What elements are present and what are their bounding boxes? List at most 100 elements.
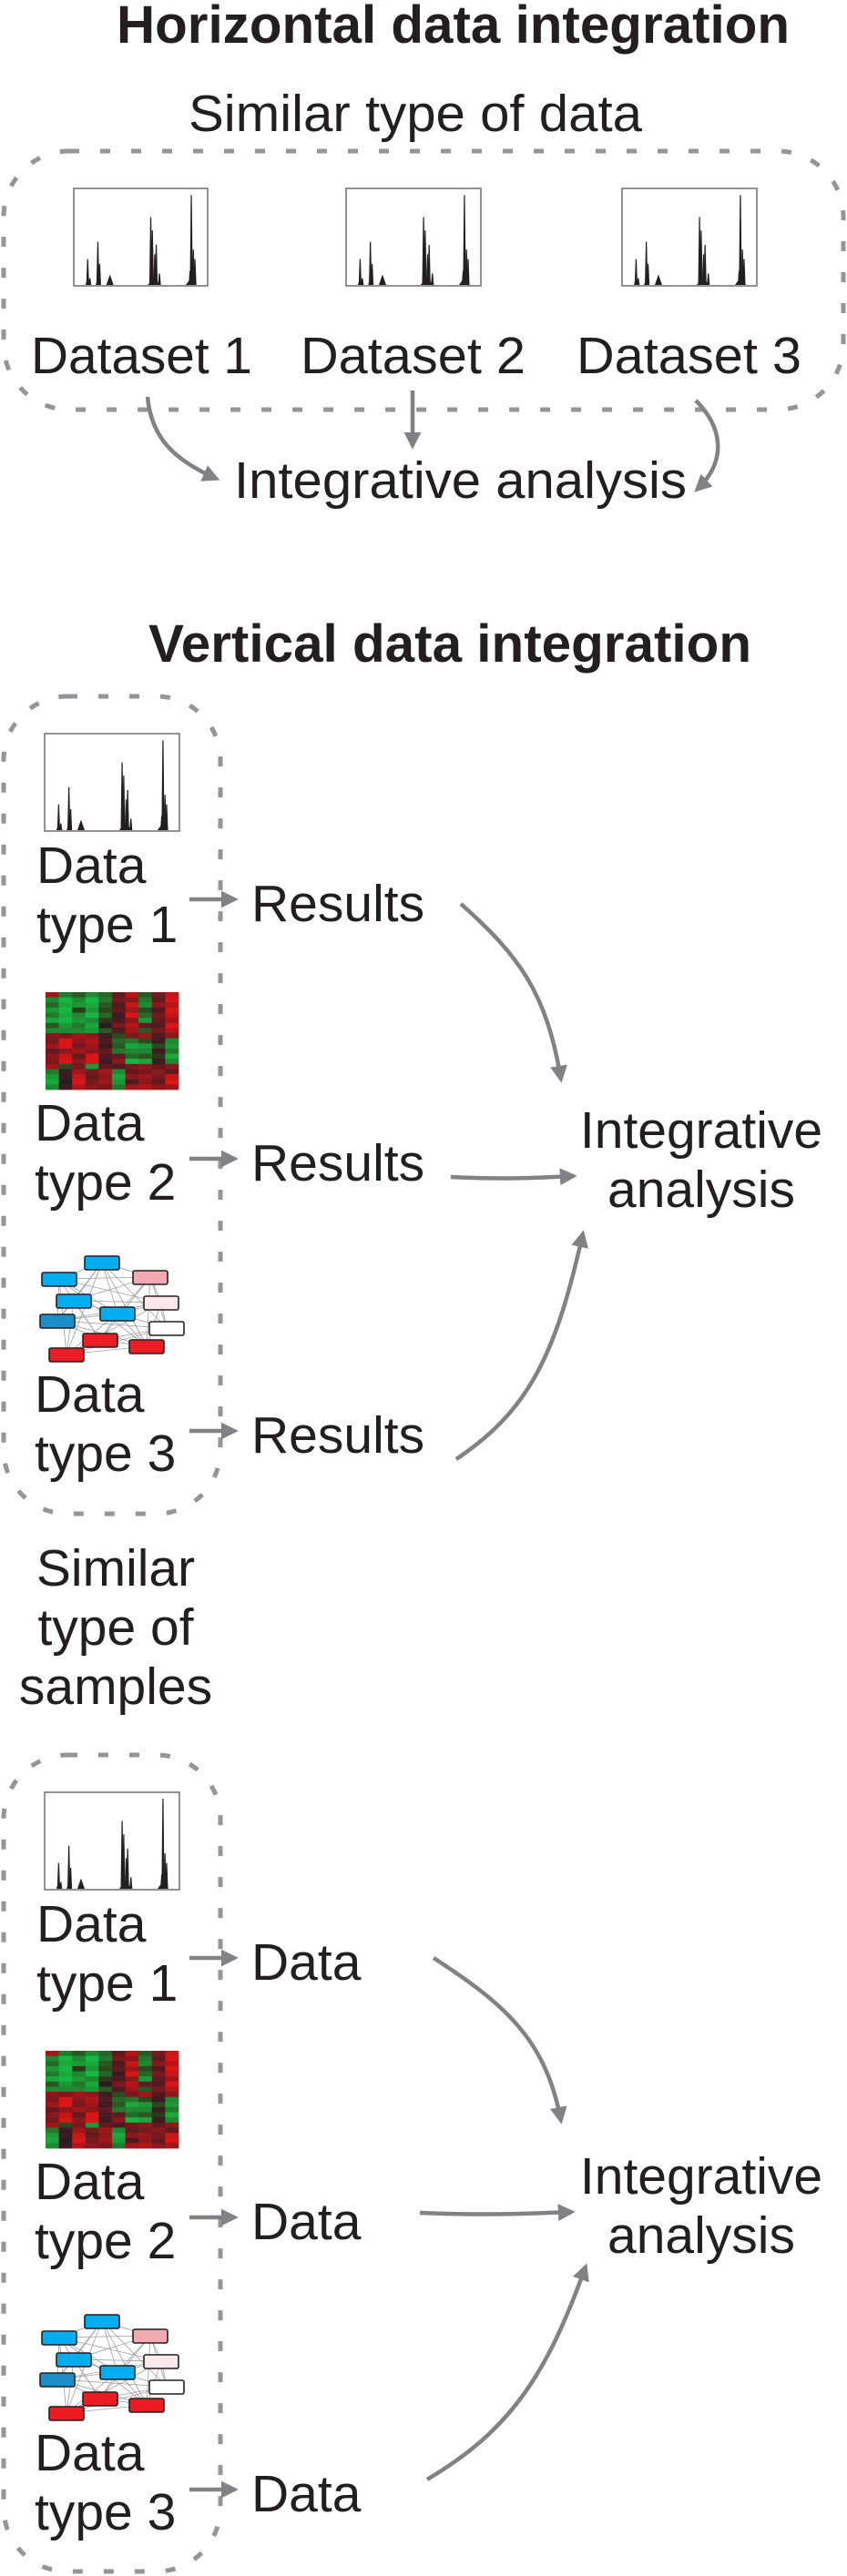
heatmap-cell <box>138 992 153 999</box>
heatmap-cell <box>58 2112 73 2118</box>
heatmap-cell <box>165 1069 179 1075</box>
heatmap-cell <box>98 1028 113 1034</box>
heatmap-cell <box>72 1063 87 1070</box>
heatmap-cell <box>165 1038 179 1044</box>
heatmap-cell <box>85 1028 99 1034</box>
heatmap-cell <box>98 2061 113 2067</box>
heatmap-cell <box>125 1059 139 1065</box>
heatmap-cell <box>58 2133 73 2139</box>
spectrum-peak <box>56 1862 60 1889</box>
heatmap-cell <box>85 1043 99 1050</box>
samples-line3: samples <box>18 1658 213 1716</box>
heatmap-cell <box>58 2061 73 2067</box>
heatmap-cell <box>112 1028 126 1034</box>
spectrum-peak <box>193 259 197 285</box>
heatmap-cell <box>72 2071 87 2077</box>
spectrum-peak <box>67 1845 71 1889</box>
heatmap-cell <box>138 1028 153 1034</box>
heatmap-cell <box>112 2127 126 2134</box>
arrow-data2-to-analysis <box>419 2204 576 2222</box>
heatmap-cell <box>46 2076 59 2083</box>
heatmap-cell <box>151 1079 166 1085</box>
network-node <box>41 1272 77 1287</box>
heatmap-cell <box>72 2133 87 2139</box>
spectrum-peak-base <box>420 278 434 285</box>
heatmap-cell <box>58 1033 73 1040</box>
network-edge <box>146 1276 151 1347</box>
heatmap-cell <box>138 2137 153 2144</box>
spectrum-peak <box>161 1799 165 1889</box>
network-edge <box>56 2320 103 2380</box>
heatmap-cell <box>98 2086 113 2093</box>
heatmap-cell <box>151 2055 166 2062</box>
heatmap-cell <box>72 1048 87 1054</box>
heatmap-cell <box>112 992 126 999</box>
heatmap-cell <box>125 2112 139 2118</box>
heatmap-cell <box>125 1012 139 1019</box>
heatmap-cell <box>46 2137 59 2144</box>
heatmap-cell <box>72 1018 87 1024</box>
spectrum-peak <box>67 786 71 830</box>
heatmap-cell <box>98 2065 113 2072</box>
spectrum-peak <box>165 1862 168 1889</box>
spectrum-peak <box>97 263 101 285</box>
heatmap-cell <box>112 1084 126 1090</box>
heatmap-cell <box>46 2127 59 2134</box>
heatmap-cell <box>151 1033 166 1040</box>
arrow-dataset1-to-analysis <box>145 396 220 482</box>
heatmap-cell <box>138 2096 153 2103</box>
spectrum-peak-base <box>66 1881 72 1889</box>
heatmap-cell <box>125 2106 139 2113</box>
heatmap-cell <box>46 1063 59 1070</box>
heatmap-cell <box>46 1048 59 1054</box>
heatmap-cell <box>58 1084 73 1090</box>
heatmap-cell <box>125 2055 139 2062</box>
heatmap-cell <box>151 2127 166 2134</box>
heatmap-cell <box>98 1084 113 1090</box>
heatmap-cell <box>98 2133 113 2139</box>
data-type-line2: type 1 <box>36 1954 179 2013</box>
heatmap-cell <box>46 1007 59 1013</box>
heatmap-cell <box>85 1012 99 1019</box>
heatmap-cell <box>85 1048 99 1054</box>
heatmap-cell <box>98 2122 113 2128</box>
heatmap-cell <box>125 997 139 1003</box>
heatmap-cell <box>125 2102 139 2108</box>
heatmap-cell <box>125 1028 139 1034</box>
arrow-dataset3-to-analysis <box>694 399 720 492</box>
heatmap-cell <box>72 1022 87 1029</box>
spectrum-peak-base <box>56 823 61 830</box>
spectrum-peak <box>68 808 73 830</box>
spectrum-peak <box>158 273 161 285</box>
heatmap-cell <box>138 2133 153 2139</box>
heatmap-cell <box>98 1043 113 1050</box>
heatmap-cell <box>151 1002 166 1009</box>
heatmap-cell <box>58 1069 73 1075</box>
samples-line1: Similar <box>36 1539 196 1597</box>
network-node <box>84 1255 120 1271</box>
heatmap-cell <box>98 1074 113 1080</box>
network-edge <box>101 2320 118 2373</box>
heatmap-cell <box>151 2112 166 2118</box>
heatmap-cell <box>58 1059 73 1065</box>
heatmap-cell <box>72 1079 87 1085</box>
heatmap-cell <box>85 1053 99 1060</box>
network-node <box>39 2372 76 2388</box>
spectrum-peak <box>126 1848 129 1889</box>
network-node <box>56 1293 92 1309</box>
analysis-line2: analysis <box>607 2206 795 2265</box>
heatmap-cell <box>85 2092 99 2098</box>
spectrum-peak-base <box>368 278 373 285</box>
heatmap-cell <box>98 1048 113 1054</box>
heatmap-cell <box>85 2122 99 2128</box>
heatmap-cell <box>125 1038 139 1044</box>
heatmap-cell <box>165 2117 179 2124</box>
arrow-data1-to-analysis <box>432 1956 567 2125</box>
heatmap-cell <box>151 2122 166 2128</box>
heatmap-cell <box>72 2092 87 2098</box>
heatmap-cell <box>165 1028 179 1034</box>
spectrum-peak <box>646 263 650 285</box>
heatmap-cell <box>112 2096 126 2103</box>
heatmap-cell <box>46 1022 59 1029</box>
heatmap-cell <box>125 2086 139 2093</box>
